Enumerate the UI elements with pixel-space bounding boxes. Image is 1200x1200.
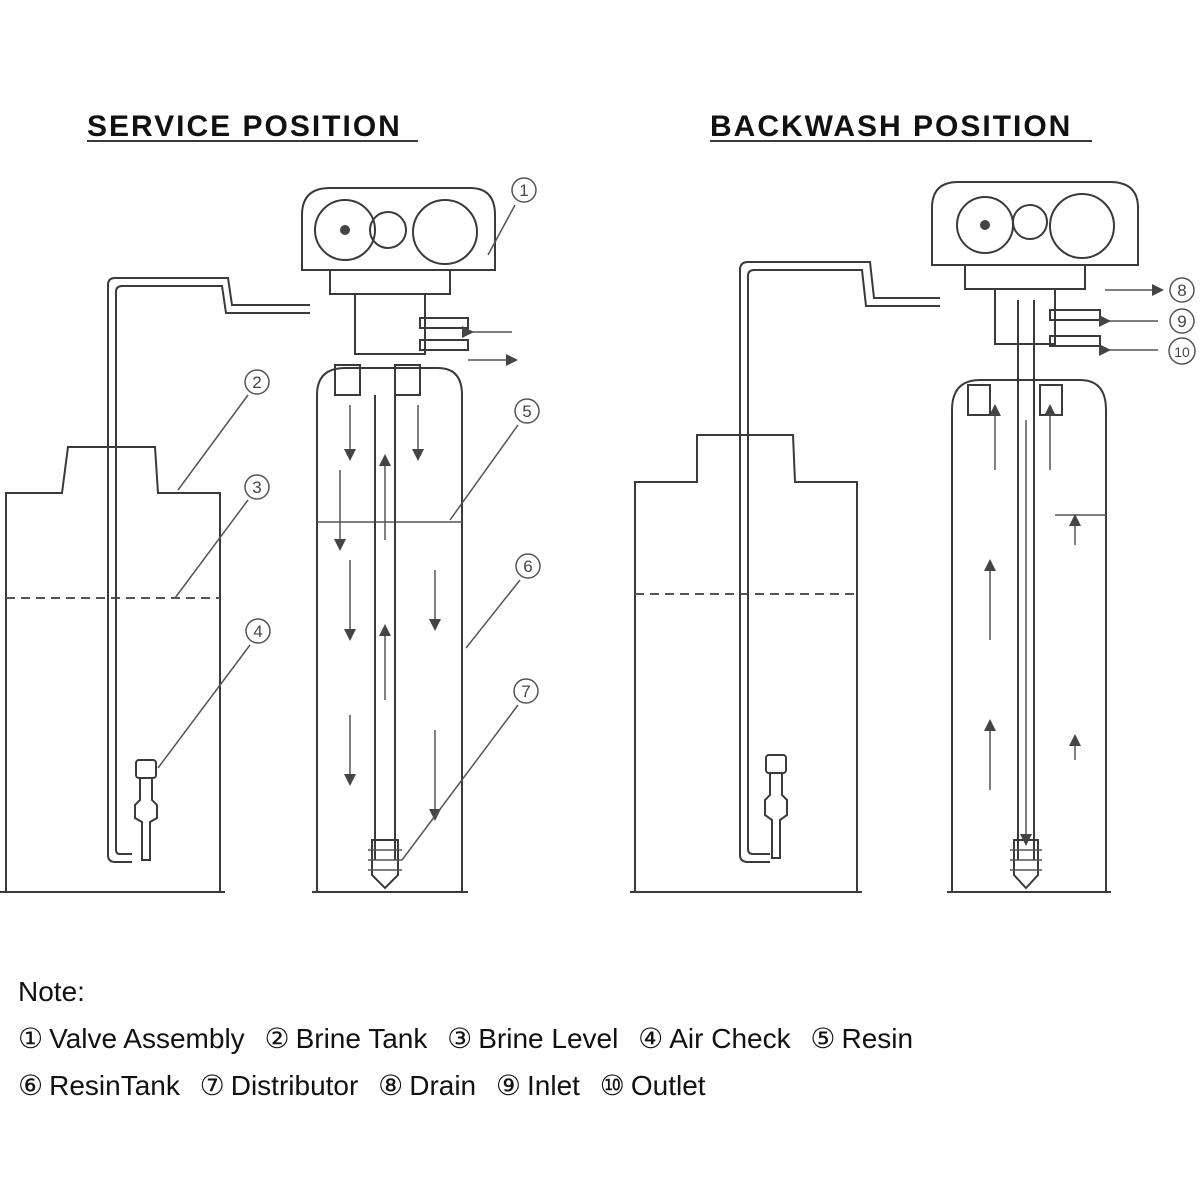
service-flow-arrows	[334, 326, 518, 821]
callout-10: 10	[1168, 337, 1196, 365]
backwash-brine-line	[739, 261, 940, 863]
svg-text:10: 10	[1174, 344, 1190, 360]
svg-text:6: 6	[523, 557, 532, 576]
callout-2: 2	[177, 369, 270, 491]
backwash-air-check-icon	[764, 754, 788, 859]
svg-text:4: 4	[253, 622, 262, 641]
callout-1: 1	[487, 177, 537, 256]
backwash-flow-arrows	[984, 284, 1164, 846]
svg-text:8: 8	[1177, 281, 1186, 300]
service-position-title: SERVICE POSITION	[87, 110, 402, 143]
service-resin-tank	[312, 367, 468, 893]
backwash-resin-tank	[947, 379, 1111, 893]
callout-3: 3	[174, 474, 270, 599]
callout-8: 8	[1169, 277, 1195, 303]
callout-4: 4	[157, 618, 271, 769]
service-brine-line	[107, 277, 310, 863]
svg-text:9: 9	[1177, 312, 1186, 331]
service-brine-tank	[0, 446, 225, 893]
callout-7: 7	[401, 678, 539, 861]
svg-text:3: 3	[252, 478, 261, 497]
backwash-brine-tank	[630, 434, 862, 893]
backwash-distributor-icon	[1010, 839, 1042, 890]
service-valve-assembly-icon	[301, 187, 496, 396]
svg-text:2: 2	[252, 373, 261, 392]
callout-9: 9	[1169, 308, 1195, 334]
svg-text:1: 1	[519, 181, 528, 200]
service-distributor-icon	[368, 839, 402, 890]
svg-text:5: 5	[522, 402, 531, 421]
callout-6: 6	[465, 553, 541, 649]
callout-5: 5	[449, 398, 540, 521]
backwash-position-title: BACKWASH POSITION	[710, 110, 1072, 143]
backwash-riser-tube	[1017, 300, 1035, 860]
backwash-valve-assembly-icon	[931, 181, 1139, 416]
service-air-check-icon	[134, 759, 158, 861]
note-heading: Note:	[18, 976, 85, 1007]
svg-text:7: 7	[521, 682, 530, 701]
service-riser-tube	[374, 395, 396, 860]
